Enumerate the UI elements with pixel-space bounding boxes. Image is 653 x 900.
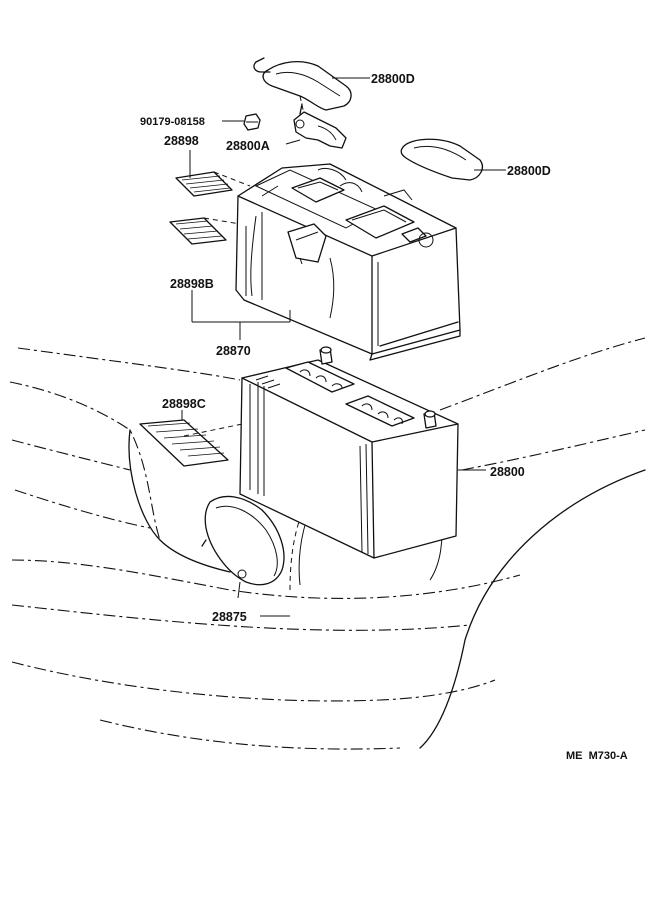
battery-carrier	[201, 495, 285, 599]
leader-lines	[181, 77, 506, 617]
label-insulator: 28870	[216, 344, 251, 358]
part-labels: 28800D 90179-08158 28800A 28898 28800D 2…	[140, 72, 628, 762]
battery-insulator-box	[235, 163, 461, 361]
label-cover-top: 28800D	[371, 72, 415, 86]
vehicle-body-outline	[9, 337, 646, 750]
nut	[243, 113, 261, 131]
label-sticker-28898: 28898	[164, 134, 199, 148]
sticker-28898	[175, 171, 251, 197]
label-bolt-number: 90179-08158	[140, 116, 205, 128]
label-carrier: 28875	[212, 610, 247, 624]
terminal-cover-right	[400, 138, 484, 181]
drawing-code: ME M730-A	[566, 750, 628, 762]
label-clamp: 28800A	[226, 139, 270, 153]
label-cover-right: 28800D	[507, 164, 551, 178]
label-sticker-28898b: 28898B	[170, 277, 214, 291]
label-battery: 28800	[490, 465, 525, 479]
terminal-clamp	[293, 103, 347, 149]
sticker-28898b	[169, 217, 241, 245]
terminal-cover-top	[253, 57, 352, 115]
label-sticker-28898c: 28898C	[162, 397, 206, 411]
battery	[239, 346, 459, 559]
